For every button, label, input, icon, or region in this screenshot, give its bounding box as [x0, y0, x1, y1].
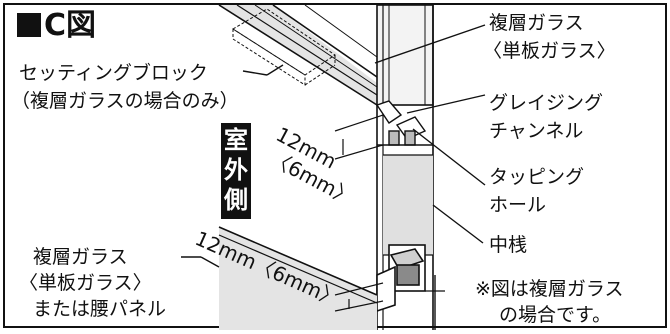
tapping-hole-label-2: ホール — [489, 194, 547, 216]
title-square-icon — [17, 13, 41, 37]
mullion-clip — [376, 244, 445, 330]
glazing-channel — [375, 100, 433, 146]
glazing-channel-label-1: グレイジング — [489, 92, 604, 114]
diagram-title: C図 — [17, 9, 96, 43]
leader-lines — [181, 24, 486, 268]
bottom-glass-label: 複層ガラス — [33, 246, 128, 268]
frame-column — [376, 5, 434, 330]
top-glass-label: 複層ガラス — [489, 12, 584, 34]
exterior-side-char-3: 側 — [224, 186, 248, 214]
title-text: C図 — [44, 8, 97, 43]
note-line-2: の場合です。 — [499, 304, 612, 326]
exterior-side-char-1: 室 — [224, 126, 248, 154]
bottom-glass-or-label: または腰パネル — [33, 298, 167, 320]
section-drawing — [181, 5, 486, 330]
bottom-glass-alt-label: 〈単板ガラス〉 — [19, 272, 152, 294]
glazing-channel-label-2: チャンネル — [489, 120, 584, 142]
top-glass-alt-label: 〈単板ガラス〉 — [483, 40, 616, 62]
exterior-side-char-2: 外 — [224, 156, 248, 184]
setting-block-label: セッティングブロック — [19, 62, 208, 84]
setting-block — [232, 8, 336, 86]
upper-glass-pane — [218, 5, 378, 106]
note-line-1: ※図は複層ガラス — [475, 278, 624, 300]
exterior-side-badge: 室 外 側 — [221, 123, 251, 219]
setting-block-note: （複層ガラスの場合のみ） — [11, 90, 239, 112]
mullion-label: 中桟 — [489, 234, 528, 256]
tapping-hole-label-1: タッピング — [489, 166, 585, 188]
diagram-canvas: C図 室 外 側 セッティングブロック （複層ガラスの場合のみ） 複層ガラス 〈… — [3, 3, 667, 330]
dimension-lines — [334, 114, 384, 312]
